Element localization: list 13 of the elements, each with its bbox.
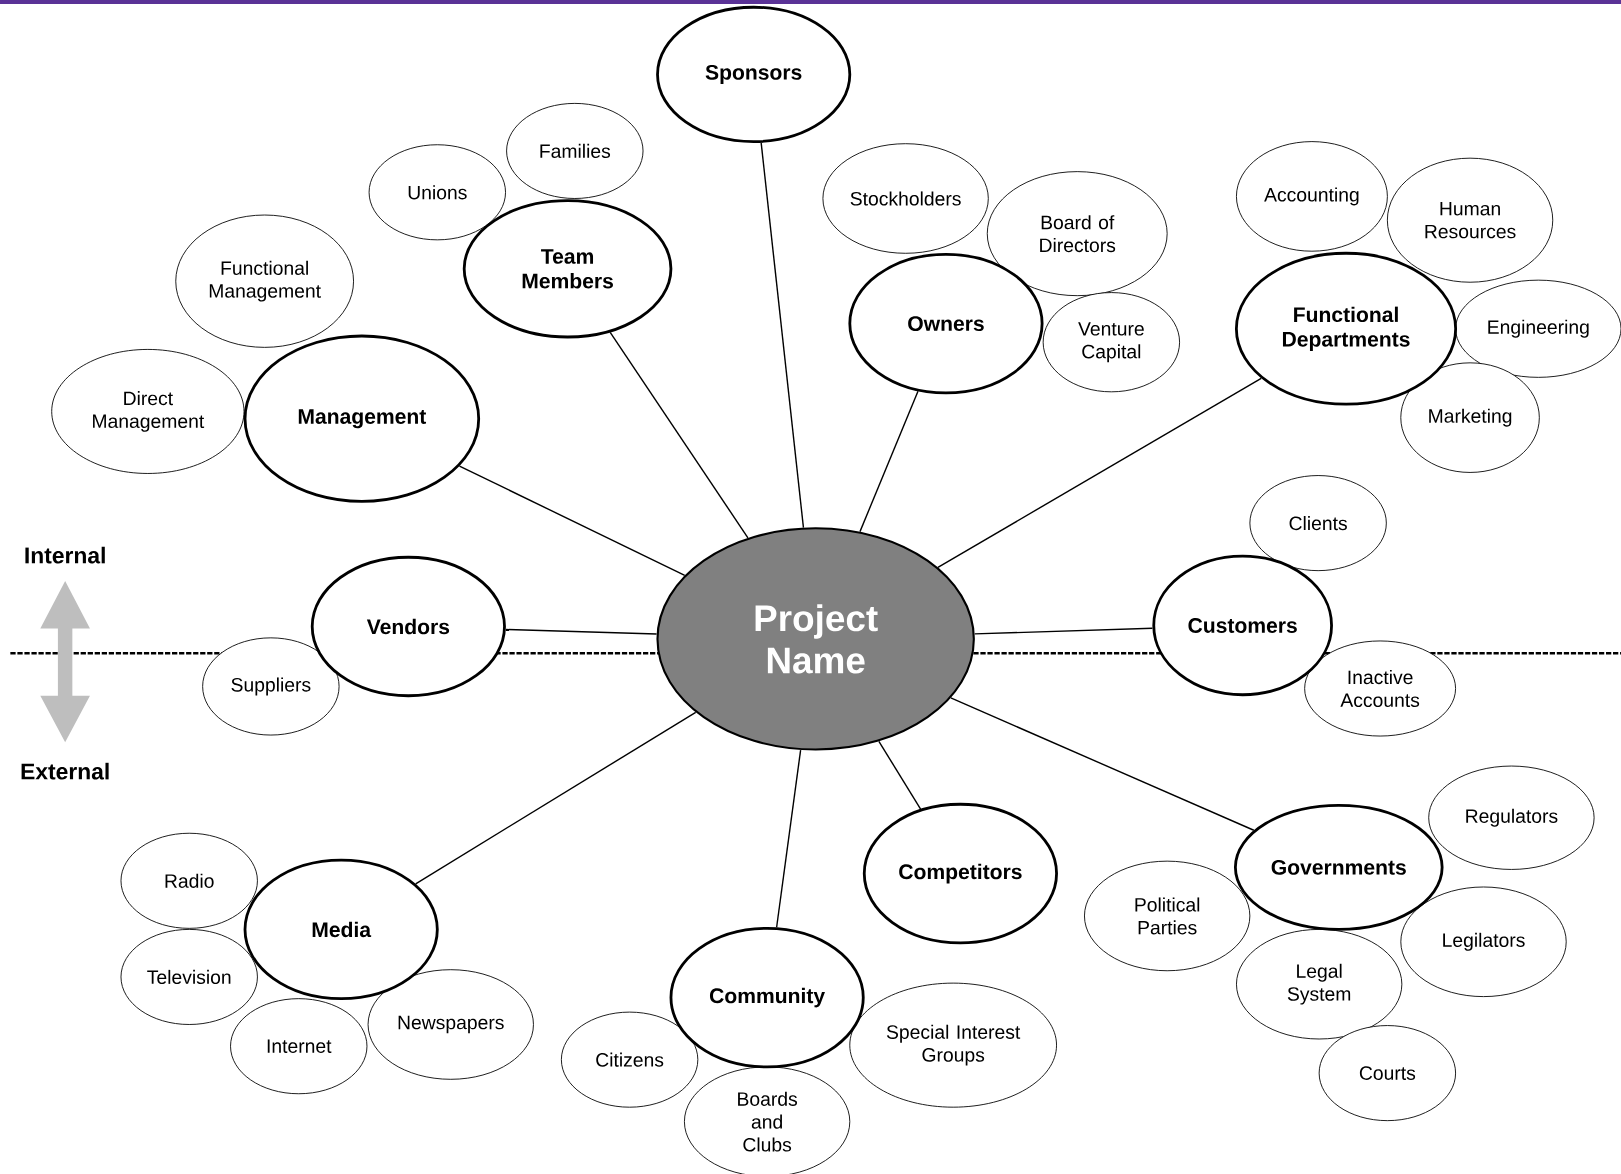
connector-line bbox=[760, 142, 805, 529]
connector-line bbox=[878, 740, 922, 810]
connector-line bbox=[775, 749, 802, 928]
connector-line bbox=[505, 628, 658, 635]
connector-line bbox=[414, 711, 697, 885]
connector-line bbox=[458, 465, 686, 577]
connector-line bbox=[950, 697, 1255, 831]
connector-line bbox=[609, 331, 749, 539]
axis-label: External bbox=[21, 762, 109, 780]
connector-line bbox=[859, 390, 919, 533]
connector-line bbox=[937, 377, 1262, 569]
connector-line bbox=[974, 627, 1154, 635]
axis-label: Internal bbox=[25, 546, 105, 564]
